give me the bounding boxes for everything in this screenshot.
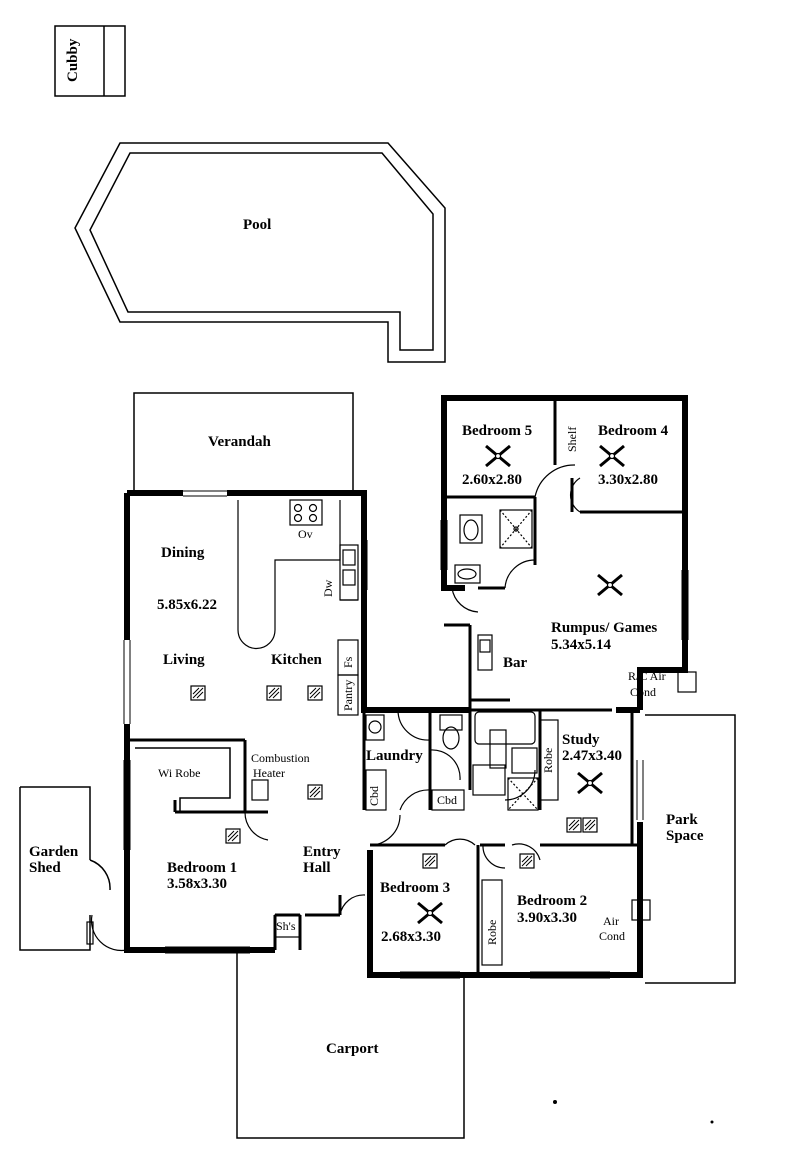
air-cond-label: Cond: [599, 929, 626, 943]
park-label: Park: [666, 812, 698, 828]
pool: [74, 142, 446, 363]
bathroom-fixtures: [86, 509, 697, 966]
combustion-label: Combustion: [251, 751, 310, 765]
hall-label: Hall: [303, 860, 331, 876]
rumpus-label: Rumpus/ Games: [551, 620, 658, 636]
bedroom3-label: Bedroom 3: [380, 880, 451, 896]
study-label: Study: [562, 732, 600, 748]
shoes-label: Sh's: [276, 919, 296, 933]
dishwasher-label: Dw: [321, 579, 335, 597]
carport-label: Carport: [326, 1041, 379, 1057]
bedroom4-label: Bedroom 4: [598, 423, 669, 439]
bedroom5-dimensions: 2.60x2.80: [462, 472, 522, 488]
bar-label: Bar: [503, 655, 528, 671]
cubby: [54, 25, 126, 97]
dining-dimensions: 5.85x6.22: [157, 597, 217, 613]
fridge-space-label: Fs: [341, 656, 355, 668]
shelf-label: Shelf: [565, 426, 579, 452]
study-robe-label: Robe: [541, 747, 555, 773]
oven-label: Ov: [298, 527, 313, 541]
living-label: Living: [163, 652, 205, 668]
garden-label: Garden: [29, 844, 79, 860]
bedroom2-dimensions: 3.90x3.30: [517, 910, 577, 926]
door-swings: [90, 464, 581, 952]
verandah: [133, 392, 354, 493]
bedroom2-label: Bedroom 2: [517, 893, 588, 909]
cupboard-label-2: Cbd: [437, 793, 458, 807]
air-label: Air: [603, 914, 619, 928]
laundry-label: Laundry: [366, 748, 423, 764]
windows: [123, 490, 689, 979]
kitchen-fixtures: [237, 499, 359, 716]
study-dimensions: 2.47x3.40: [562, 748, 622, 764]
ceiling-fans: [416, 444, 626, 925]
rc-air-cond-label: Cond: [630, 685, 657, 699]
wi-robe-label: Wi Robe: [158, 766, 201, 780]
bedroom4-dimensions: 3.30x2.80: [598, 472, 658, 488]
pool-label: Pool: [243, 217, 272, 233]
rumpus-dimensions: 5.34x5.14: [551, 637, 611, 653]
heater-label: Heater: [253, 766, 285, 780]
light-points: [190, 685, 598, 869]
bedroom1-label: Bedroom 1: [167, 860, 238, 876]
entry-label: Entry: [303, 844, 341, 860]
dining-label: Dining: [161, 545, 205, 561]
verandah-label: Verandah: [208, 434, 271, 450]
bedroom2-robe-label: Robe: [485, 919, 499, 945]
bedroom5-label: Bedroom 5: [462, 423, 533, 439]
bedroom3-dimensions: 2.68x3.30: [381, 929, 441, 945]
outdoor-structures: [19, 714, 736, 1139]
rc-air-label: R/C Air: [628, 669, 666, 683]
cubby-label: Cubby: [65, 38, 81, 82]
pantry-label: Pantry: [341, 679, 355, 711]
kitchen-label: Kitchen: [271, 652, 322, 668]
bedroom1-dimensions: 3.58x3.30: [167, 876, 227, 892]
cupboard-label-1: Cbd: [367, 785, 381, 806]
space-label: Space: [666, 828, 704, 844]
shed-label: Shed: [29, 860, 61, 876]
